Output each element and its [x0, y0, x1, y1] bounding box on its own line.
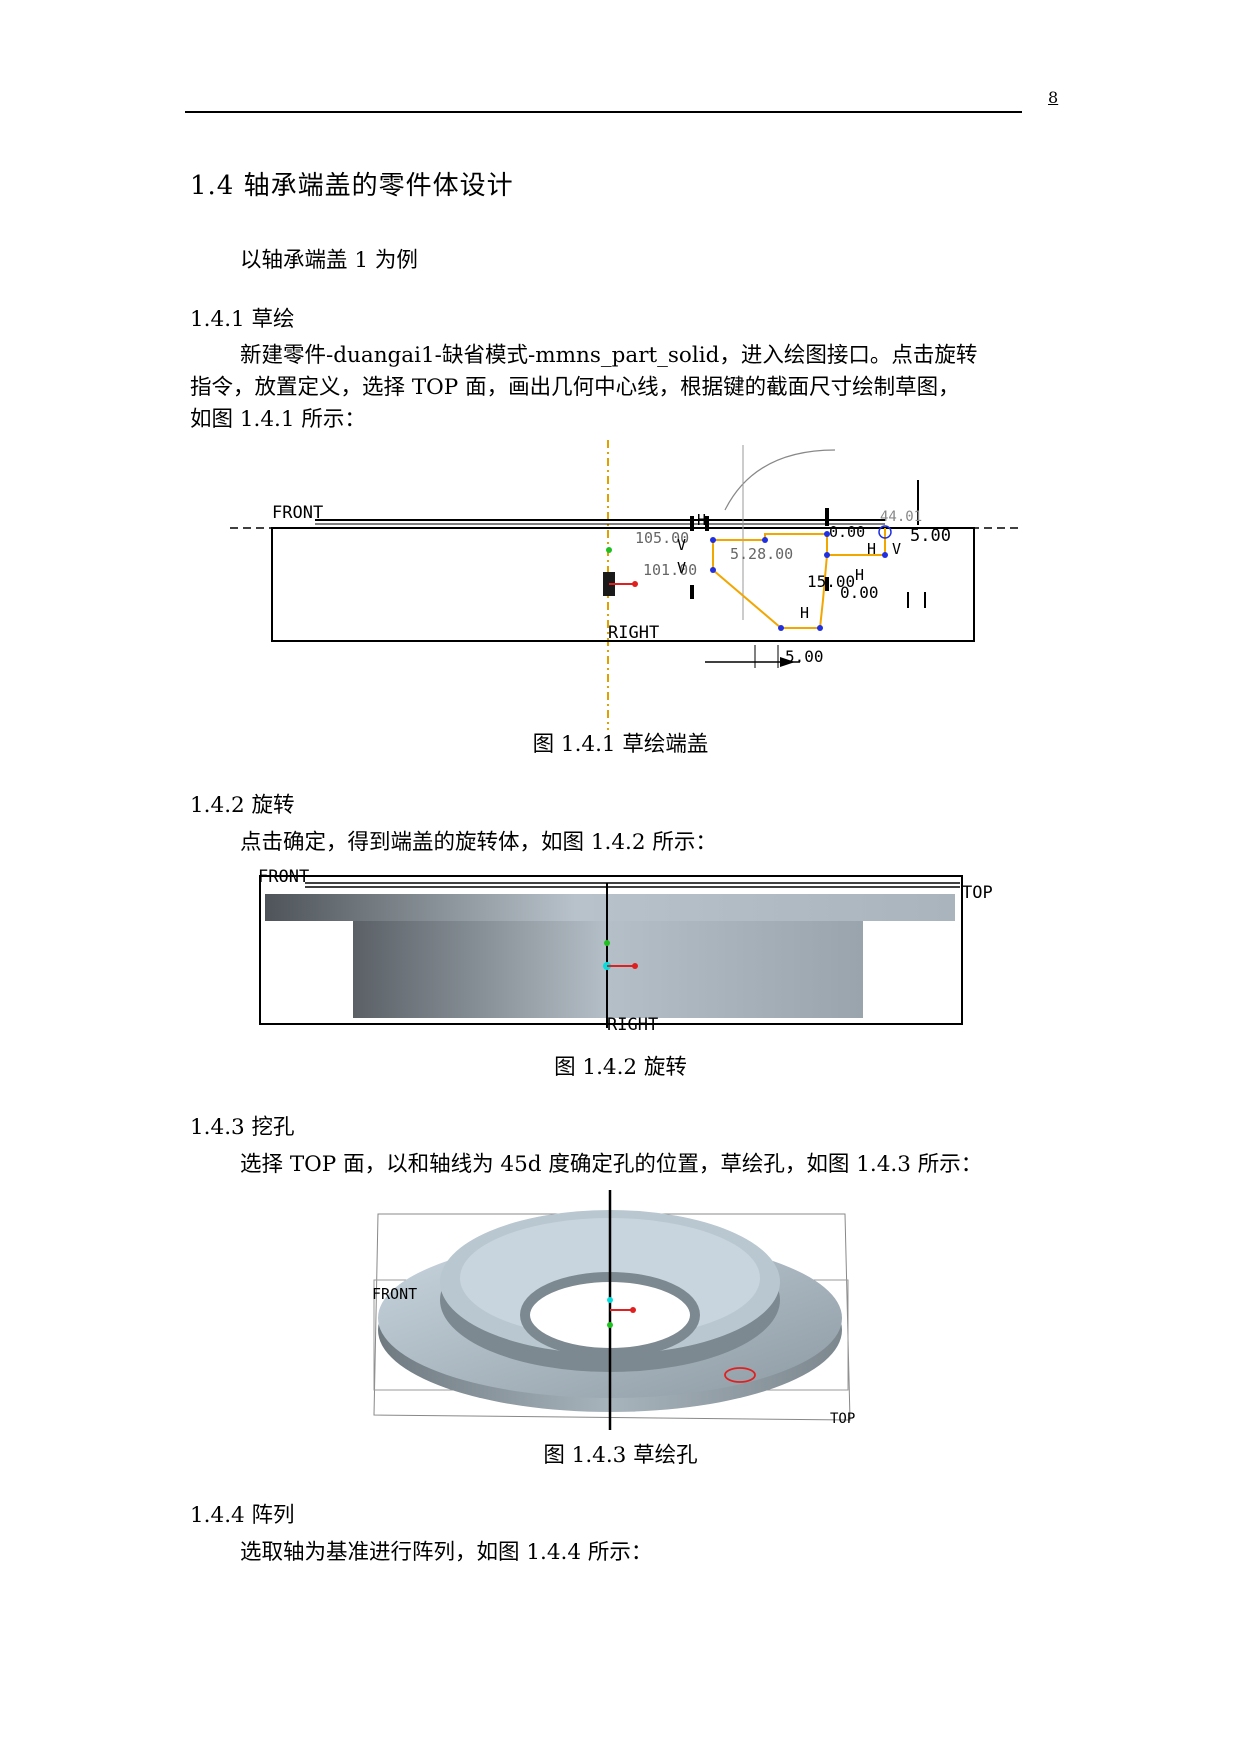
heading-1-4-3: 1.4.3 挖孔: [190, 1115, 295, 1140]
caption-1-4-2: 图 1.4.2 旋转: [554, 1055, 687, 1080]
paragraph-1-4-1-line3: 如图 1.4.1 所示：: [190, 407, 366, 432]
tag-v2: V: [892, 540, 901, 558]
page-number: 8: [1048, 88, 1059, 107]
figure-revolve: FRONT TOP RIGHT: [258, 868, 993, 1035]
heading-1-4-1: 1.4.1 草绘: [190, 307, 295, 332]
paragraph-1-4-3: 选择 TOP 面，以和轴线为 45d 度确定孔的位置，草绘孔，如图 1.4.3 …: [240, 1152, 983, 1177]
label-top: TOP: [962, 883, 993, 903]
paragraph-1-4-2: 点击确定，得到端盖的旋转体，如图 1.4.2 所示：: [240, 830, 717, 855]
heading-1-4-2: 1.4.2 旋转: [190, 793, 295, 818]
dim-528: 5.28.00: [730, 545, 793, 563]
dim-105: 105.00: [635, 529, 689, 547]
tag-v3: V: [677, 559, 686, 577]
label-right: RIGHT: [608, 623, 659, 643]
caption-1-4-3: 图 1.4.3 草绘孔: [543, 1443, 698, 1468]
dim-0-b: 0.00: [829, 523, 865, 541]
tag-h2: H: [800, 604, 809, 622]
paragraph-1-4-1-line1: 新建零件-duangai1-缺省模式-mmns_part_solid，进入绘图接…: [240, 343, 978, 368]
paragraph-1-4-4: 选取轴为基准进行阵列，如图 1.4.4 所示：: [240, 1540, 653, 1565]
label-top: TOP: [830, 1411, 855, 1427]
paragraph-1-4-1-line2: 指令，放置定义，选择 TOP 面，画出几何中心线，根据键的截面尺寸绘制草图，: [190, 375, 960, 400]
tag-h4: H: [867, 540, 876, 558]
label-right: RIGHT: [607, 1015, 658, 1035]
label-front: FRONT: [272, 503, 323, 523]
dim-44: 44.01: [880, 509, 922, 525]
figure-hole-sketch: FRONT TOP: [372, 1190, 855, 1430]
header-rule: [185, 111, 1022, 113]
tag-h1: H: [697, 511, 706, 529]
label-front: FRONT: [372, 1285, 417, 1303]
label-front: FRONT: [258, 868, 309, 887]
dim-0-a: 0.00: [840, 583, 879, 602]
intro-paragraph: 以轴承端盖 1 为例: [240, 248, 418, 273]
figure-sketch: FRONT RIGHT 105.00 5.28.00 101.00 5.00 1…: [230, 440, 1020, 730]
section-title: 1.4 轴承端盖的零件体设计: [190, 171, 514, 201]
dim-15: 15.00: [807, 572, 855, 591]
dim-5-right: 5.00: [910, 526, 951, 546]
caption-1-4-1: 图 1.4.1 草绘端盖: [532, 732, 709, 757]
dim-101: 101.00: [643, 561, 697, 579]
tag-v1: V: [677, 536, 686, 554]
tag-h3: H: [855, 566, 864, 584]
heading-1-4-4: 1.4.4 阵列: [190, 1503, 295, 1528]
